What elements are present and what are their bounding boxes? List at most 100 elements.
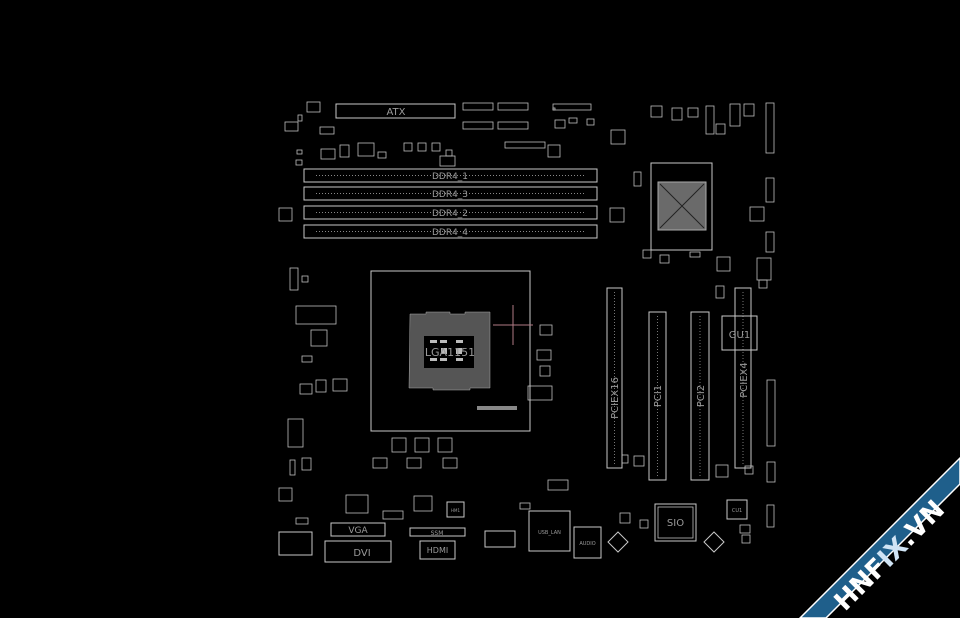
component-footprint[interactable]: [403, 142, 413, 152]
pci1-slot[interactable]: PCI1: [648, 311, 667, 481]
component-footprint[interactable]: [301, 457, 312, 471]
component-footprint[interactable]: [743, 103, 755, 117]
component-footprint[interactable]: [671, 107, 683, 121]
component-footprint[interactable]: [554, 119, 566, 129]
component-footprint[interactable]: [289, 267, 299, 291]
component-footprint[interactable]: [431, 142, 441, 152]
component-footprint[interactable]: [633, 455, 645, 467]
ddr4-slot-3[interactable]: DDR4_3: [303, 186, 598, 201]
component-footprint[interactable]: [547, 144, 561, 158]
component-footprint[interactable]: [417, 142, 427, 152]
component-footprint[interactable]: [310, 329, 328, 347]
component-footprint[interactable]: [729, 103, 741, 127]
component-footprint[interactable]: [299, 383, 313, 395]
component-footprint[interactable]: [297, 114, 303, 122]
rear-header-mid[interactable]: [484, 530, 516, 548]
atx-connector[interactable]: ATX: [335, 103, 456, 119]
component-footprint[interactable]: [357, 142, 375, 157]
component-footprint[interactable]: [539, 365, 551, 377]
pciex4-slot[interactable]: PCIEX4: [734, 287, 752, 469]
component-footprint[interactable]: [320, 148, 336, 160]
hm1-chip[interactable]: HM1: [446, 501, 465, 518]
usb-lan-connector[interactable]: USB_LAN: [528, 510, 571, 552]
component-footprint[interactable]: [295, 517, 309, 525]
component-footprint[interactable]: [278, 207, 293, 222]
rear-header-left[interactable]: [278, 531, 313, 556]
component-footprint[interactable]: [687, 107, 699, 118]
component-footprint[interactable]: [437, 437, 453, 453]
component-footprint[interactable]: [715, 123, 726, 135]
component-footprint[interactable]: [345, 494, 369, 514]
component-footprint[interactable]: [406, 457, 422, 469]
component-footprint[interactable]: [301, 355, 313, 363]
component-footprint[interactable]: [497, 102, 529, 111]
ddr4-slot-4[interactable]: DDR4_4: [303, 224, 598, 239]
dvi-connector[interactable]: DVI: [324, 540, 392, 563]
component-footprint[interactable]: [621, 454, 629, 464]
pci2-slot[interactable]: PCI2: [690, 311, 710, 481]
component-footprint[interactable]: [659, 254, 670, 264]
ddr4-slot-2[interactable]: DDR4_2: [303, 205, 598, 220]
component-footprint[interactable]: [372, 457, 388, 469]
component-footprint[interactable]: [766, 379, 776, 447]
component-footprint[interactable]: [527, 385, 553, 401]
component-footprint[interactable]: [705, 105, 715, 135]
sio-chip[interactable]: SIO: [654, 503, 697, 542]
component-footprint[interactable]: [296, 149, 303, 155]
component-footprint[interactable]: [741, 534, 751, 544]
component-footprint[interactable]: [497, 121, 529, 130]
component-footprint[interactable]: [758, 279, 768, 289]
component-footprint[interactable]: [462, 121, 494, 130]
component-footprint[interactable]: [462, 102, 494, 111]
hdmi-connector[interactable]: HDMI: [419, 540, 456, 560]
component-footprint[interactable]: [519, 502, 531, 510]
component-footprint[interactable]: [766, 504, 775, 528]
component-footprint[interactable]: [715, 285, 725, 299]
component-footprint[interactable]: [756, 257, 772, 281]
component-footprint[interactable]: [382, 510, 404, 520]
component-footprint[interactable]: [536, 349, 552, 361]
component-footprint[interactable]: [278, 487, 293, 502]
component-footprint[interactable]: [715, 464, 729, 478]
component-footprint[interactable]: [287, 418, 304, 448]
component-footprint[interactable]: [439, 155, 456, 167]
component-footprint[interactable]: [609, 207, 625, 223]
component-footprint[interactable]: [301, 275, 309, 283]
component-footprint[interactable]: [295, 305, 337, 325]
pch-chip[interactable]: [650, 162, 713, 251]
component-footprint[interactable]: [689, 251, 701, 258]
audio-connector[interactable]: AUDIO: [573, 526, 602, 559]
component-footprint[interactable]: [633, 171, 642, 187]
component-footprint[interactable]: [504, 141, 546, 149]
component-footprint[interactable]: [765, 177, 775, 203]
ddr4-slot-1[interactable]: DDR4_1: [303, 168, 598, 183]
component-footprint[interactable]: [749, 206, 765, 222]
component-footprint[interactable]: [586, 118, 595, 126]
cpu-socket[interactable]: LGA1151: [370, 270, 531, 432]
component-footprint[interactable]: [315, 379, 327, 393]
component-footprint[interactable]: [619, 512, 631, 524]
component-footprint[interactable]: [289, 459, 296, 476]
component-footprint[interactable]: [284, 121, 299, 132]
component-footprint[interactable]: [642, 249, 652, 259]
component-footprint[interactable]: [295, 159, 303, 166]
component-footprint[interactable]: [568, 117, 578, 124]
cu1-chip[interactable]: CU1: [726, 499, 748, 520]
component-footprint[interactable]: [547, 479, 569, 491]
component-footprint[interactable]: [539, 324, 553, 336]
component-footprint[interactable]: [610, 129, 626, 145]
component-footprint[interactable]: [739, 524, 751, 534]
component-footprint[interactable]: [765, 231, 775, 253]
component-footprint[interactable]: [552, 107, 556, 111]
component-footprint[interactable]: [650, 105, 663, 118]
component-footprint[interactable]: [445, 149, 453, 157]
component-footprint[interactable]: [332, 378, 348, 392]
component-footprint[interactable]: [765, 102, 775, 154]
component-footprint[interactable]: [716, 256, 731, 272]
component-footprint[interactable]: [319, 126, 335, 135]
component-footprint[interactable]: [339, 144, 350, 158]
component-footprint[interactable]: [414, 437, 430, 453]
component-footprint[interactable]: [639, 519, 649, 529]
